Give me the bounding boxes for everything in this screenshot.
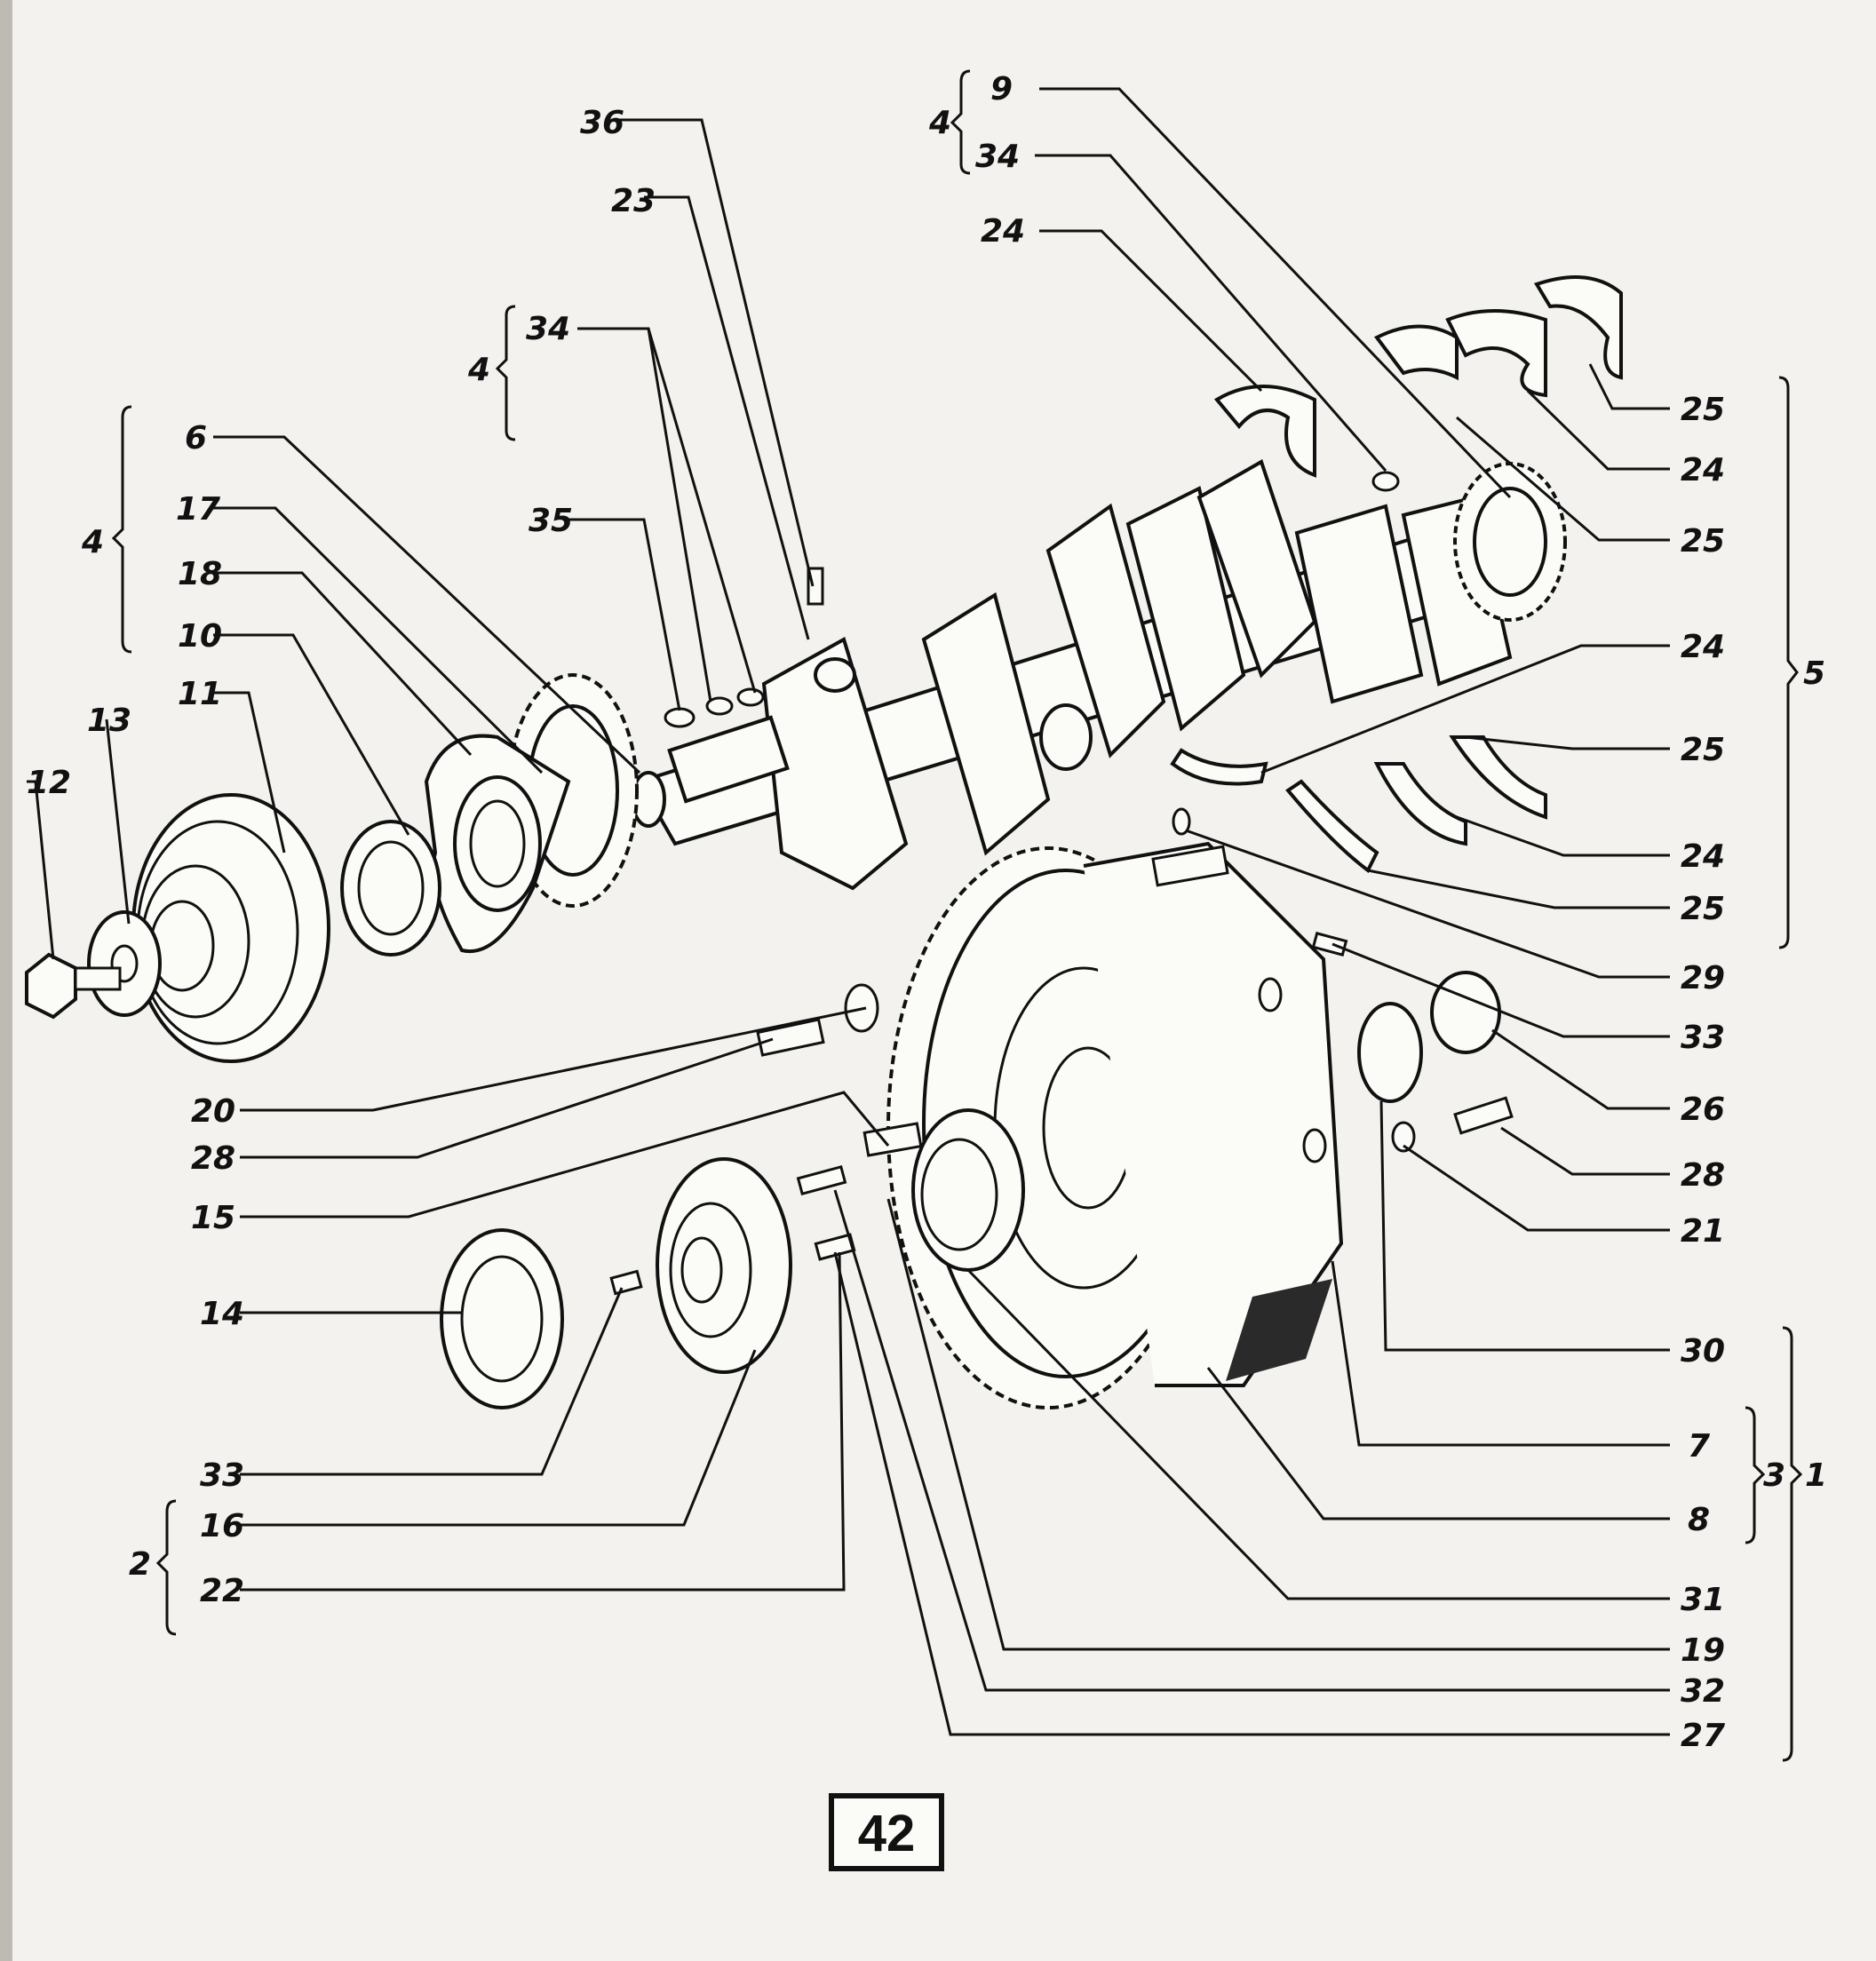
callout-10: 10 (178, 618, 222, 655)
callout-20: 20 (191, 1093, 235, 1130)
callout-6: 6 (185, 420, 207, 457)
callout-18: 18 (178, 556, 222, 592)
washer-and-nut (25, 910, 162, 1020)
callout-22: 22 (200, 1573, 244, 1609)
callout-16: 16 (200, 1508, 244, 1544)
callout-24-b: 24 (1681, 452, 1725, 488)
callout-25-d: 25 (1681, 891, 1725, 927)
callout-24-c: 24 (1681, 629, 1725, 665)
callout-5: 5 (1803, 655, 1825, 692)
callout-15: 15 (191, 1200, 235, 1236)
bracket-3 (1745, 1406, 1766, 1544)
bracket-5 (1778, 376, 1799, 949)
pulley (131, 793, 330, 1063)
callout-2: 2 (129, 1546, 151, 1583)
callout-11: 11 (178, 676, 222, 712)
callout-26: 26 (1681, 1092, 1725, 1128)
callout-30: 30 (1681, 1333, 1725, 1370)
brackets (111, 69, 1803, 1762)
callout-25-a: 25 (1681, 392, 1725, 428)
callout-24-d: 24 (1681, 838, 1725, 875)
callout-36: 36 (580, 105, 624, 141)
callout-14: 14 (200, 1296, 244, 1332)
bracket-4-top (950, 69, 971, 175)
driven-hub (656, 1157, 792, 1374)
page-number: 42 (858, 1805, 916, 1862)
callout-9: 9 (990, 71, 1013, 107)
callout-8: 8 (1688, 1502, 1710, 1538)
callout-1: 1 (1805, 1457, 1827, 1494)
callout-3: 3 (1763, 1457, 1785, 1494)
callout-19: 19 (1681, 1632, 1725, 1669)
bracket-4-mid (495, 305, 516, 441)
callout-21: 21 (1681, 1213, 1725, 1250)
callout-4-top: 4 (928, 105, 951, 141)
bearing-shells-lower (1170, 735, 1547, 874)
callout-7: 7 (1688, 1428, 1710, 1465)
callout-13: 13 (87, 703, 131, 739)
callout-24-a: 24 (981, 213, 1025, 250)
oil-seal (440, 1228, 564, 1409)
seal-ring (340, 820, 441, 957)
callout-12: 12 (27, 765, 71, 801)
callout-33-right: 33 (1681, 1020, 1725, 1056)
callout-33-left: 33 (200, 1457, 244, 1494)
callout-25-b: 25 (1681, 523, 1725, 560)
callout-25-c: 25 (1681, 732, 1725, 768)
callout-labels: 9 4 34 24 36 23 34 4 35 6 17 4 18 10 11 … (27, 71, 1827, 1754)
callout-31: 31 (1681, 1582, 1725, 1618)
callout-34-mid: 34 (526, 311, 570, 347)
bracket-1 (1782, 1326, 1803, 1762)
callout-4-mid: 4 (467, 352, 490, 388)
bracket-2 (155, 1499, 177, 1636)
leader-lines (27, 87, 1670, 1736)
callout-29: 29 (1681, 960, 1725, 996)
callout-28-left: 28 (191, 1140, 235, 1177)
callout-23: 23 (611, 183, 656, 219)
crankshaft-gear (1453, 462, 1567, 622)
crank-hub (424, 734, 571, 954)
crankshaft (631, 459, 1530, 891)
callout-34-top: 34 (975, 139, 1020, 175)
callout-4-left: 4 (81, 524, 104, 560)
small-parts (609, 567, 1514, 1296)
callout-28-right: 28 (1681, 1157, 1725, 1194)
bearing-shells-upper (1213, 275, 1623, 492)
page-number-box: 42 (829, 1793, 944, 1871)
callout-27: 27 (1681, 1718, 1725, 1754)
callout-32: 32 (1681, 1673, 1725, 1710)
binding-shadow (0, 0, 12, 1961)
flywheel-bearing (862, 1108, 1025, 1272)
callout-17: 17 (176, 491, 220, 528)
bracket-4-left (111, 405, 132, 654)
callout-35: 35 (529, 503, 573, 539)
